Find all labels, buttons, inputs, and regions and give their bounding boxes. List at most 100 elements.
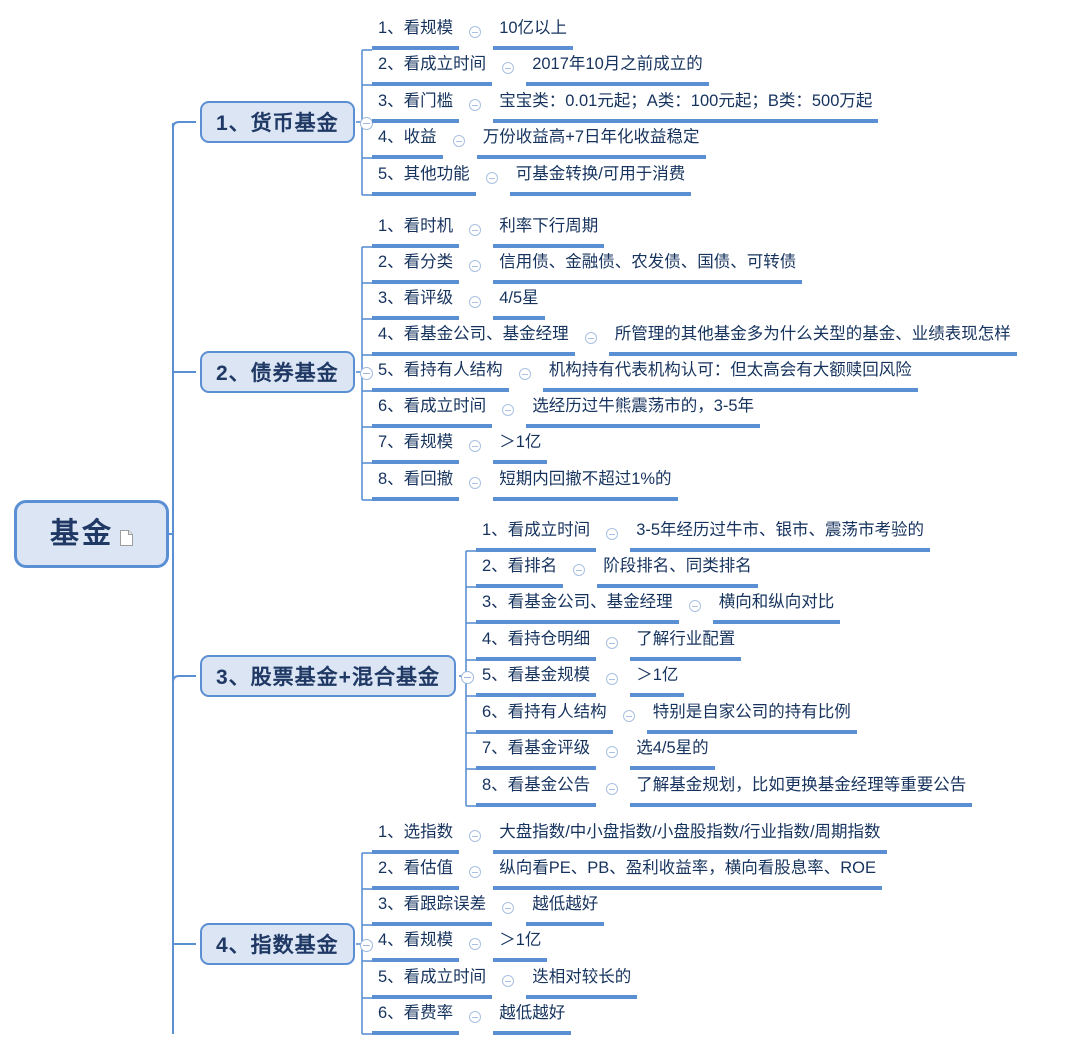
leaf-key: 3、看跟踪误差 <box>372 891 493 926</box>
leaf-connector <box>459 19 493 50</box>
collapse-toggle-icon[interactable] <box>359 367 373 380</box>
leaf-row[interactable]: 2、看估值 纵向看PE、PB、盈利收益率，横向看股息率、ROE <box>372 852 882 890</box>
collapse-toggle-icon[interactable] <box>469 224 482 236</box>
leaf-connector <box>596 666 630 697</box>
leaf-value: 特别是自家公司的持有比例 <box>646 699 857 734</box>
leaf-row[interactable]: 3、看评级 4/5星 <box>372 282 545 320</box>
leaf-value: 万份收益高+7日年化收益稳定 <box>476 124 706 159</box>
collapse-toggle-icon[interactable] <box>502 902 515 914</box>
leaf-row[interactable]: 3、看跟踪误差 越低越好 <box>372 888 605 926</box>
leaf-row[interactable]: 2、看分类 信用债、金融债、农发债、国债、可转债 <box>372 246 803 284</box>
leaf-key: 7、看基金评级 <box>476 735 597 770</box>
root-node[interactable]: 基金 <box>14 500 169 568</box>
leaf-row[interactable]: 3、看基金公司、基金经理 横向和纵向对比 <box>476 586 841 624</box>
leaf-key: 4、收益 <box>372 124 443 159</box>
leaf-key: 5、看成立时间 <box>372 964 493 999</box>
leaf-key: 2、看估值 <box>372 855 460 890</box>
collapse-toggle-icon[interactable] <box>469 938 482 950</box>
leaf-key: 7、看规模 <box>372 429 460 464</box>
leaf-row[interactable]: 7、看基金评级 选4/5星的 <box>476 732 715 770</box>
leaf-connector <box>492 397 526 428</box>
branch-node-3-label: 3、股票基金+混合基金 <box>216 666 440 689</box>
leaf-row[interactable]: 1、选指数 大盘指数/中小盘指数/小盘股指数/行业指数/周期指数 <box>372 816 887 854</box>
leaf-value: ＞1亿 <box>630 662 685 697</box>
collapse-toggle-icon[interactable] <box>622 710 635 722</box>
leaf-row[interactable]: 1、看成立时间 3-5年经历过牛市、银市、震荡市考验的 <box>476 514 931 552</box>
leaf-key: 1、看规模 <box>372 15 460 50</box>
collapse-toggle-icon[interactable] <box>460 671 474 684</box>
collapse-toggle-icon[interactable] <box>688 600 701 612</box>
leaf-key: 6、看费率 <box>372 1000 460 1035</box>
leaf-value: 越低越好 <box>493 1000 572 1035</box>
leaf-connector <box>459 823 493 854</box>
collapse-toggle-icon[interactable] <box>469 99 482 111</box>
leaf-row[interactable]: 7、看规模 ＞1亿 <box>372 426 548 464</box>
leaf-connector <box>459 1004 493 1035</box>
collapse-toggle-icon[interactable] <box>606 673 619 685</box>
leaf-row[interactable]: 2、看成立时间 2017年10月之前成立的 <box>372 48 709 86</box>
leaf-row[interactable]: 8、看回撤 短期内回撤不超过1%的 <box>372 463 678 501</box>
leaf-value: 迭相对较长的 <box>526 964 638 999</box>
collapse-toggle-icon[interactable] <box>452 135 465 147</box>
collapse-toggle-icon[interactable] <box>584 332 597 344</box>
leaf-row[interactable]: 4、看持仓明细 了解行业配置 <box>476 623 742 661</box>
collapse-toggle-icon[interactable] <box>606 637 619 649</box>
leaf-row[interactable]: 5、看成立时间 迭相对较长的 <box>372 961 638 999</box>
leaf-key: 5、看持有人结构 <box>372 357 509 392</box>
branch-node-2[interactable]: 2、债券基金 <box>200 351 373 393</box>
leaf-row[interactable]: 3、看门槛 宝宝类：0.01元起；A类：100元起；B类：500万起 <box>372 85 879 123</box>
leaf-value: 纵向看PE、PB、盈利收益率，横向看股息率、ROE <box>493 855 882 890</box>
leaf-row[interactable]: 5、其他功能 可基金转换/可用于消费 <box>372 158 692 196</box>
leaf-row[interactable]: 1、看时机 利率下行周期 <box>372 210 605 248</box>
leaf-row[interactable]: 4、收益 万份收益高+7日年化收益稳定 <box>372 121 706 159</box>
collapse-toggle-icon[interactable] <box>606 746 619 758</box>
collapse-toggle-icon[interactable] <box>606 783 619 795</box>
collapse-toggle-icon[interactable] <box>359 117 373 130</box>
collapse-toggle-icon[interactable] <box>469 830 482 842</box>
leaf-row[interactable]: 6、看费率 越低越好 <box>372 997 572 1035</box>
leaf-row[interactable]: 1、看规模 10亿以上 <box>372 12 574 50</box>
collapse-toggle-icon[interactable] <box>469 26 482 38</box>
collapse-toggle-icon[interactable] <box>502 975 515 987</box>
leaf-row[interactable]: 6、看持有人结构 特别是自家公司的持有比例 <box>476 696 857 734</box>
leaf-row[interactable]: 2、看排名 阶段排名、同类排名 <box>476 550 758 588</box>
leaf-key: 1、选指数 <box>372 819 460 854</box>
collapse-toggle-icon[interactable] <box>469 1011 482 1023</box>
collapse-toggle-icon[interactable] <box>502 62 515 74</box>
collapse-toggle-icon[interactable] <box>485 172 498 184</box>
leaf-key: 6、看持有人结构 <box>476 699 613 734</box>
collapse-toggle-icon[interactable] <box>469 866 482 878</box>
collapse-toggle-icon[interactable] <box>359 939 373 952</box>
collapse-toggle-icon[interactable] <box>573 564 586 576</box>
branch-node-3[interactable]: 3、股票基金+混合基金 <box>200 655 474 697</box>
branch-node-4[interactable]: 4、指数基金 <box>200 923 373 965</box>
collapse-toggle-icon[interactable] <box>469 477 482 489</box>
leaf-connector <box>459 470 493 501</box>
leaf-value: 4/5星 <box>493 285 545 320</box>
leaf-key: 2、看排名 <box>476 553 564 588</box>
leaf-value: 10亿以上 <box>493 15 574 50</box>
leaf-value: 机构持有代表机构认可：但太高会有大额赎回风险 <box>542 357 918 392</box>
leaf-key: 4、看规模 <box>372 927 460 962</box>
collapse-toggle-icon[interactable] <box>469 296 482 308</box>
leaf-row[interactable]: 5、看基金规模 ＞1亿 <box>476 659 685 697</box>
leaf-connector <box>492 968 526 999</box>
leaf-row[interactable]: 5、看持有人结构 机构持有代表机构认可：但太高会有大额赎回风险 <box>372 354 918 392</box>
collapse-toggle-icon[interactable] <box>469 440 482 452</box>
collapse-toggle-icon[interactable] <box>469 260 482 272</box>
collapse-toggle-icon[interactable] <box>518 368 531 380</box>
leaf-key: 3、看基金公司、基金经理 <box>476 589 679 624</box>
leaf-row[interactable]: 8、看基金公告 了解基金规划，比如更换基金经理等重要公告 <box>476 769 973 807</box>
leaf-connector <box>563 557 597 588</box>
collapse-toggle-icon[interactable] <box>606 528 619 540</box>
leaf-row[interactable]: 4、看规模 ＞1亿 <box>372 924 548 962</box>
leaf-connector <box>679 593 713 624</box>
leaf-key: 1、看成立时间 <box>476 517 597 552</box>
leaf-key: 8、看基金公告 <box>476 772 597 807</box>
leaf-key: 8、看回撤 <box>372 466 460 501</box>
collapse-toggle-icon[interactable] <box>502 404 515 416</box>
branch-node-1[interactable]: 1、货币基金 <box>200 101 373 143</box>
leaf-row[interactable]: 4、看基金公司、基金经理 所管理的其他基金多为什么关型的基金、业绩表现怎样 <box>372 318 1017 356</box>
leaf-row[interactable]: 6、看成立时间 选经历过牛熊震荡市的，3-5年 <box>372 390 761 428</box>
